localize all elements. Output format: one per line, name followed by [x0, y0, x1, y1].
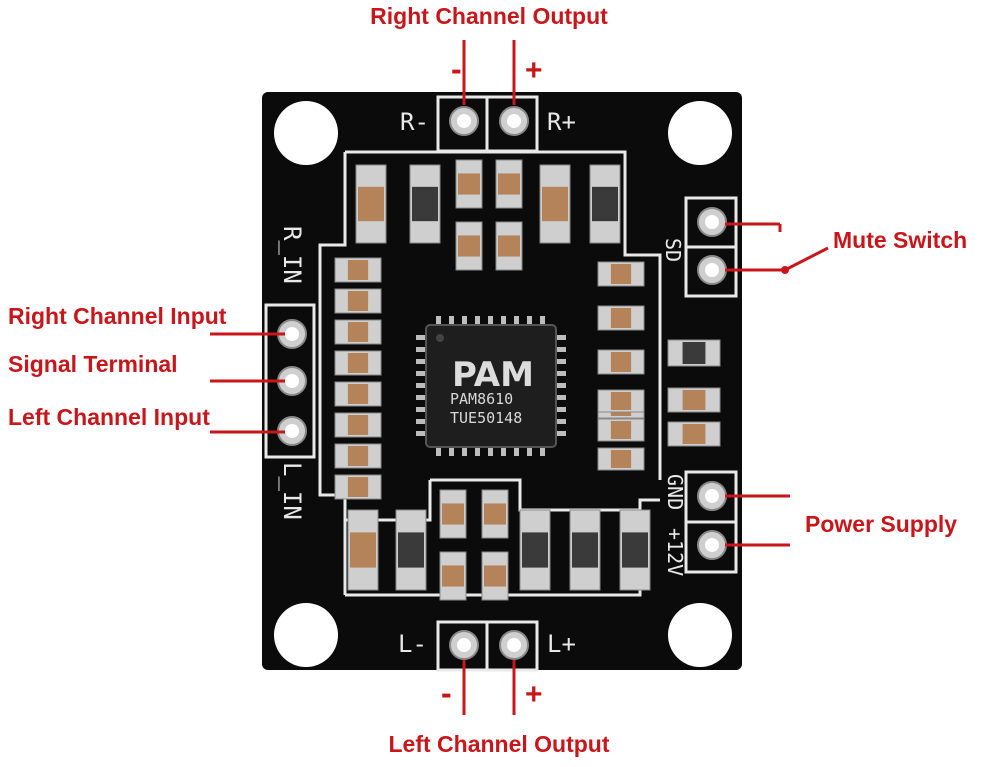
- smd-part: [539, 164, 571, 244]
- silk-sd: SD: [661, 238, 685, 262]
- smd-part: [597, 418, 645, 442]
- label-left-channel-input: Left Channel Input: [8, 404, 210, 430]
- smd-part: [334, 257, 382, 283]
- silk-gnd: GND: [663, 474, 687, 510]
- mounting-hole-top-left: [274, 101, 338, 165]
- smd-part: [334, 319, 382, 345]
- sign-right-plus: +: [525, 54, 543, 87]
- smd-part: [334, 412, 382, 438]
- smd-part: [667, 339, 721, 367]
- smd-part: [597, 261, 645, 287]
- smd-part: [495, 221, 523, 271]
- smd-components: [334, 159, 721, 601]
- smd-part: [481, 551, 509, 601]
- smd-part: [667, 421, 721, 447]
- smd-part: [619, 509, 651, 591]
- smd-part: [589, 164, 621, 244]
- silk-r-in: R_IN: [278, 226, 306, 284]
- label-signal-terminal: Signal Terminal: [8, 351, 178, 377]
- chip-line1: PAM8610: [450, 390, 513, 408]
- smd-part: [334, 381, 382, 407]
- smd-part: [597, 447, 645, 471]
- sign-left-minus: -: [441, 675, 452, 711]
- chip-logo: PAM: [452, 355, 534, 395]
- smd-part: [439, 551, 467, 601]
- silk-12v: +12V: [663, 528, 687, 576]
- smd-part: [334, 474, 382, 500]
- smd-part: [334, 443, 382, 469]
- smd-part: [597, 349, 645, 375]
- smd-part: [347, 509, 379, 591]
- smd-part: [455, 159, 483, 209]
- silk-l-minus: L-: [398, 630, 427, 658]
- mounting-hole-bottom-right: [668, 603, 732, 667]
- smd-part: [495, 159, 523, 209]
- label-right-channel-output: Right Channel Output: [370, 3, 608, 29]
- smd-part: [597, 305, 645, 331]
- chip-line2: TUE50148: [450, 409, 522, 427]
- mute-line-dot: [781, 266, 789, 274]
- label-right-channel-input: Right Channel Input: [8, 303, 227, 329]
- label-left-channel-output: Left Channel Output: [388, 731, 609, 757]
- mounting-hole-bottom-left: [274, 603, 338, 667]
- smd-part: [439, 489, 467, 539]
- label-power-supply: Power Supply: [805, 511, 957, 537]
- silk-r-plus: R+: [547, 108, 576, 136]
- silk-l-plus: L+: [547, 630, 576, 658]
- sign-left-plus: +: [525, 678, 543, 711]
- label-mute-switch: Mute Switch: [833, 227, 967, 253]
- silk-r-minus: R-: [400, 108, 429, 136]
- mounting-hole-top-right: [668, 101, 732, 165]
- smd-part: [334, 350, 382, 376]
- annotation-lines: [210, 40, 829, 715]
- smd-part: [519, 509, 551, 591]
- smd-part: [597, 389, 645, 413]
- smd-part: [395, 509, 427, 591]
- smd-part: [455, 221, 483, 271]
- smd-part: [667, 387, 721, 413]
- smd-part: [481, 489, 509, 539]
- smd-part: [569, 509, 601, 591]
- silk-l-in: L_IN: [278, 462, 306, 520]
- ic-chip: PAM PAM8610 TUE50148: [416, 316, 566, 456]
- smd-part: [409, 164, 441, 244]
- smd-part: [355, 164, 387, 244]
- sign-right-minus: -: [451, 51, 462, 87]
- smd-part: [334, 288, 382, 314]
